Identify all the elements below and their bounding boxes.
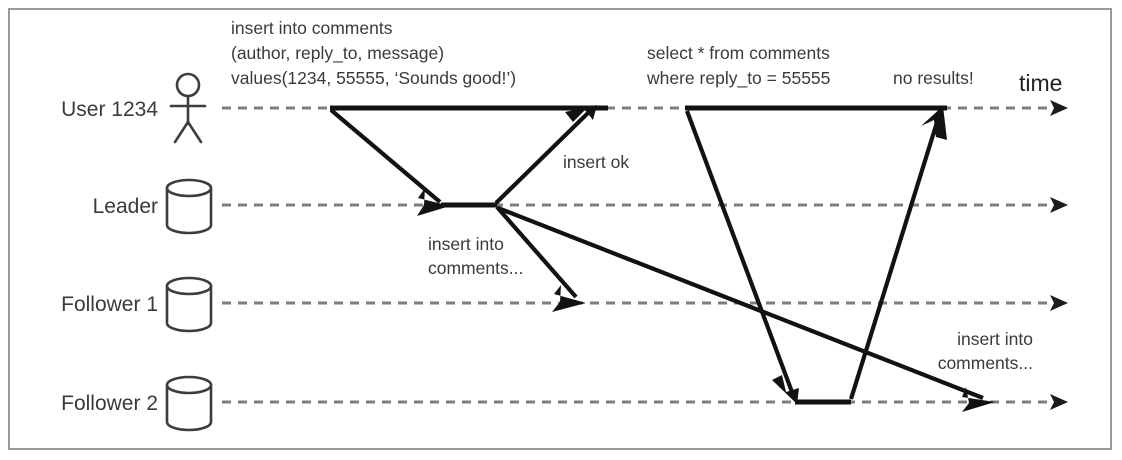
database-cylinder-icon-follower2 [165,375,213,432]
participant-label-user: User 1234 [61,98,158,121]
lifeline-arrow-user [1050,100,1068,116]
lifeline-arrow-follower2 [1050,394,1068,410]
message-arrow-no-results [848,106,947,400]
note-replicate-follower1-line1: insert into [428,234,504,254]
message-arrow-write [329,108,450,216]
note-no-results: no results! [893,68,974,88]
note-write-query: insert into comments (author, reply_to, … [231,18,516,88]
message-arrow-replicate-follower2 [497,206,995,412]
note-write-query-line1: insert into comments [231,18,393,38]
note-read-query-line1: select * from comments [647,43,830,63]
note-replicate-follower2-line2: comments... [938,353,1033,373]
note-write-query-line2: (author, reply_to, message) [231,43,444,64]
note-replicate-follower1-line2: comments... [428,258,523,278]
lifeline-arrow-follower1 [1050,295,1068,311]
message-arrow-insert-ok [494,105,597,205]
message-arrow-replicate-follower1 [495,205,586,312]
note-insert-ok: insert ok [563,152,629,172]
note-read-query-line2: where reply_to = 55555 [646,68,830,89]
participant-label-follower2: Follower 2 [61,392,158,415]
note-read-query: select * from comments where reply_to = … [646,43,830,89]
note-replicate-follower1: insert into comments... [428,234,523,278]
time-axis-label: time [1019,70,1062,96]
message-arrow-read-query [685,110,799,404]
note-replicate-follower2: insert into comments... [938,329,1033,373]
participant-label-leader: Leader [93,195,158,218]
database-cylinder-icon-follower1 [165,276,213,333]
note-replicate-follower2-line1: insert into [957,329,1033,349]
activation-bars-group [330,105,947,405]
lifeline-arrow-leader [1050,197,1068,213]
participant-label-follower1: Follower 1 [61,293,158,316]
note-write-query-line3: values(1234, 55555, ‘Sounds good!’) [231,68,516,88]
actor-stick-figure-icon [169,72,207,144]
database-cylinder-icon-leader [165,178,213,235]
